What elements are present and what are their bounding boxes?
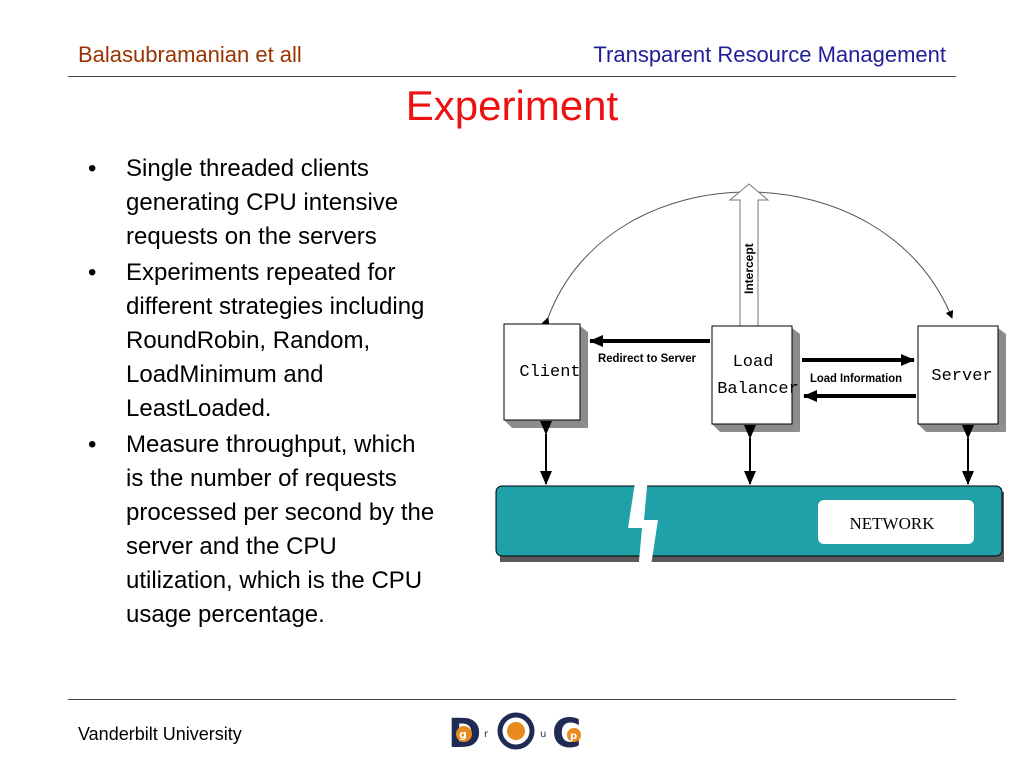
bullet-line: server and the CPU [126,533,337,560]
bullet-item: Measure throughput, which is the number … [88,428,498,632]
bullet-line: requests on the servers [126,223,377,250]
bullet-item: Experiments repeated for different strat… [88,256,498,426]
logo-circle-inner [507,722,525,740]
load-balancer-label: Balancer [717,380,799,399]
server-box: Server [917,325,1006,432]
network-label-box [818,500,974,544]
logo-letter-r: r [484,729,489,740]
header-divider [68,76,956,77]
bullet-line: generating CPU intensive [126,189,399,216]
network-label: NETWORK [850,514,936,533]
header-author: Balasubramanian et all [78,42,302,67]
load-info-label: Load Information [810,371,902,385]
intercept-label: Intercept [742,243,756,294]
bullet-line: LeastLoaded. [126,395,272,422]
bullet-line: usage percentage. [126,601,325,628]
bullet-line: LoadMinimum and [126,361,324,388]
intercept-arrow: Intercept [728,183,770,329]
logo-dot [456,726,472,742]
bullet-line: utilization, which is the CPU [126,567,423,594]
load-balancing-diagram: Intercept Client Load Balancer Server Re… [495,183,1006,572]
bullet-list: Single threaded clients generating CPU i… [88,152,498,634]
load-balancer-box: Load Balancer [711,325,800,432]
logo-circle-o [497,712,535,750]
redirect-label: Redirect to Server [598,351,696,365]
bullet-item: Single threaded clients generating CPU i… [88,152,498,254]
logo-dot [567,728,581,742]
footer-university: Vanderbilt University [78,724,242,744]
doc-group-logo: D g r O u C p [448,711,581,753]
client-label: Client [519,363,580,382]
bullet-line: is the number of requests [126,465,397,492]
logo-letter-u: u [540,729,546,740]
bullet-line: Single threaded clients [126,155,369,182]
header-topic: Transparent Resource Management [593,42,946,67]
network-break [628,476,658,572]
logo-small-g: g [459,728,467,741]
slide-title: Experiment [405,82,619,129]
bullet-line: processed per second by the [126,499,435,526]
bullet-line: different strategies including [126,293,425,320]
load-balancer-label: Load [733,353,774,372]
client-box: Client [503,323,588,428]
server-label: Server [931,367,992,386]
bullet-line: Experiments repeated for [126,259,396,286]
logo-small-p: p [570,731,577,742]
footer-divider [68,699,956,700]
bullet-line: Measure throughput, which [126,431,416,458]
network-bar: NETWORK [495,476,1004,572]
bullet-line: RoundRobin, Random, [126,327,371,354]
